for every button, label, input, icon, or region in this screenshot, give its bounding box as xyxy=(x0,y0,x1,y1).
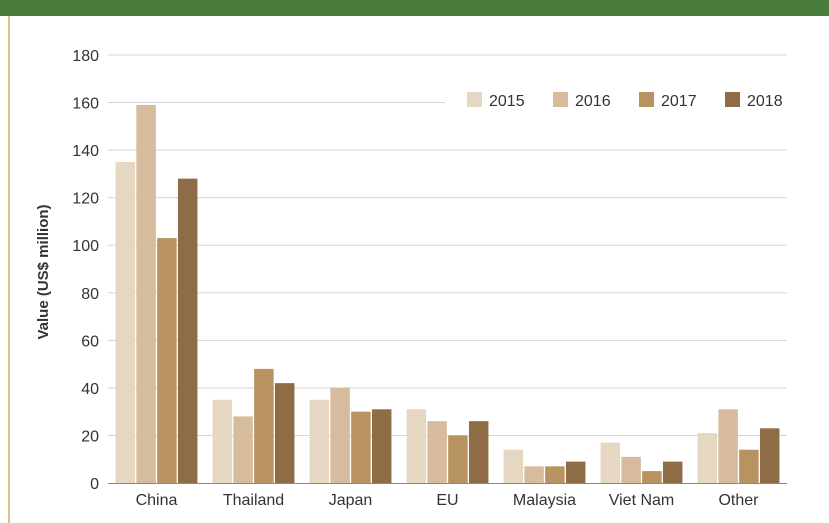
legend: 2015 2016 2017 2018 xyxy=(467,92,783,110)
y-tick-label: 80 xyxy=(81,286,99,303)
legend-swatch-2018 xyxy=(725,92,740,107)
bar-china-2018 xyxy=(177,178,198,483)
bar-japan-2017 xyxy=(351,411,371,483)
y-tick-label: 180 xyxy=(72,48,99,65)
bar-thailand-2017 xyxy=(254,368,274,483)
bar-eu-2015 xyxy=(406,409,427,483)
y-tick-label: 20 xyxy=(81,428,99,445)
bar-malaysia-2017 xyxy=(545,466,565,483)
bar-thailand-2015 xyxy=(212,399,233,483)
x-category-label: Viet Nam xyxy=(609,492,675,509)
bar-japan-2015 xyxy=(309,399,330,483)
bar-eu-2018 xyxy=(468,421,489,483)
legend-label-2017: 2017 xyxy=(661,93,697,110)
legend-label-2018: 2018 xyxy=(747,93,783,110)
x-category-label: Malaysia xyxy=(513,492,576,509)
bar-viet-nam-2017 xyxy=(642,471,662,483)
x-axis-categories: China Thailand Japan EU Malaysia Viet Nam Othe… xyxy=(136,492,760,509)
legend-label-2015: 2015 xyxy=(489,93,525,110)
legend-swatch-2015 xyxy=(467,92,482,107)
x-category-label: China xyxy=(136,492,178,509)
y-tick-label: 60 xyxy=(81,333,99,350)
legend-label-2016: 2016 xyxy=(575,93,611,110)
bar-viet-nam-2018 xyxy=(662,461,683,483)
y-tick-label: 0 xyxy=(90,476,99,493)
y-axis-ticks: 0 20 40 60 80 100 120 140 160 180 xyxy=(72,48,99,493)
y-tick-label: 160 xyxy=(72,96,99,113)
y-tick-label: 100 xyxy=(72,238,99,255)
bar-thailand-2018 xyxy=(274,383,295,483)
y-tick-label: 40 xyxy=(81,381,99,398)
top-accent-bar xyxy=(0,0,829,16)
bar-eu-2017 xyxy=(448,435,468,483)
bar-japan-2018 xyxy=(371,409,392,483)
bar-malaysia-2018 xyxy=(565,461,586,483)
legend-swatch-2017 xyxy=(639,92,654,107)
bar-other-2018 xyxy=(759,428,780,483)
bar-viet-nam-2015 xyxy=(600,442,621,483)
y-axis-title: Value (US$ million) xyxy=(35,204,52,339)
bar-other-2017 xyxy=(739,449,759,483)
x-category-label: EU xyxy=(436,492,458,509)
bar-japan-2016 xyxy=(330,387,350,483)
x-category-label: Thailand xyxy=(223,492,284,509)
bar-malaysia-2016 xyxy=(524,466,544,483)
bar-malaysia-2015 xyxy=(503,449,524,483)
legend-swatch-2016 xyxy=(553,92,568,107)
bar-china-2015 xyxy=(115,162,136,483)
bar-viet-nam-2016 xyxy=(621,456,641,483)
bar-china-2017 xyxy=(157,238,177,483)
bar-eu-2016 xyxy=(427,421,447,483)
bar-other-2015 xyxy=(697,433,718,483)
bar-thailand-2016 xyxy=(233,416,253,483)
x-category-label: Japan xyxy=(329,492,373,509)
bar-other-2016 xyxy=(718,409,738,483)
bar-china-2016 xyxy=(136,104,156,483)
left-border-rule xyxy=(8,16,10,523)
y-tick-label: 120 xyxy=(72,191,99,208)
x-category-label: Other xyxy=(718,492,759,509)
y-tick-label: 140 xyxy=(72,143,99,160)
bars xyxy=(115,104,780,483)
